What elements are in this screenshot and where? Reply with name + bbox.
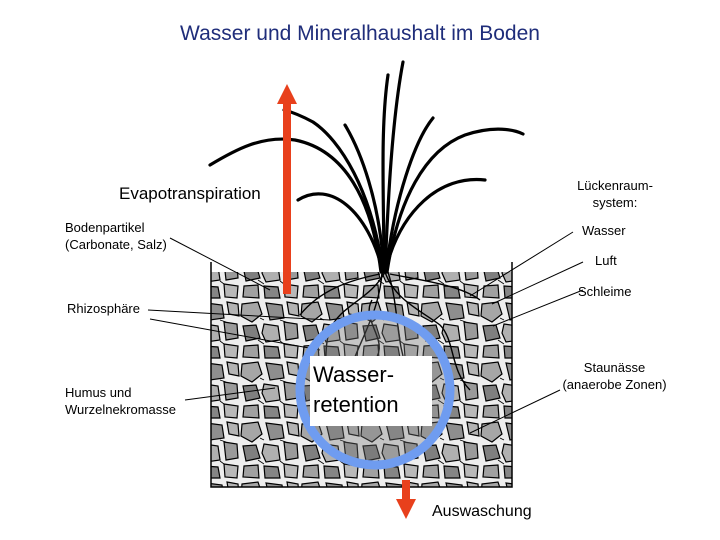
retention-label-box: [310, 356, 432, 426]
diagram-title: Wasser und Mineralhaushalt im Boden: [180, 22, 540, 45]
label-wasserretention-line2: retention: [313, 392, 399, 417]
label-bodenpartikel: Bodenpartikel (Carbonate, Salz): [65, 219, 167, 253]
label-staunaesse-line1: Staunässe: [583, 360, 646, 375]
pointer-lines: [147, 231, 584, 434]
label-staunaesse-line2: (anaerobe Zonen): [562, 377, 667, 392]
auswaschung-arrow: [396, 480, 416, 519]
label-humus-line1: Humus und: [65, 385, 132, 400]
label-humus: Humus und Wurzelnekromasse: [65, 384, 176, 418]
label-staunaesse: Staunässe (anaerobe Zonen): [552, 359, 677, 393]
label-schleime: Schleime: [578, 284, 632, 299]
evapotranspiration-arrow: [277, 84, 297, 294]
label-rhizosphaere: Rhizosphäre: [67, 301, 140, 316]
soil-container: [210, 262, 513, 488]
label-wasser: Wasser: [582, 223, 626, 238]
label-wasserretention: Wasser- retention: [313, 360, 433, 420]
label-bodenpartikel-line1: Bodenpartikel: [65, 220, 145, 235]
label-wasserretention-line1: Wasser-: [313, 362, 395, 387]
label-lueckenraum-line1: Lückenraum-: [577, 178, 653, 193]
label-humus-line2: Wurzelnekromasse: [65, 402, 177, 417]
label-lueckenraum-line2: system:: [592, 195, 638, 210]
label-luft: Luft: [595, 253, 617, 268]
label-lueckenraum: Lückenraum- system:: [560, 177, 670, 211]
label-evapotranspiration: Evapotranspiration: [119, 184, 261, 203]
label-auswaschung: Auswaschung: [432, 503, 532, 520]
label-bodenpartikel-line2: (Carbonate, Salz): [65, 237, 167, 252]
plant-leaves: [208, 60, 525, 274]
